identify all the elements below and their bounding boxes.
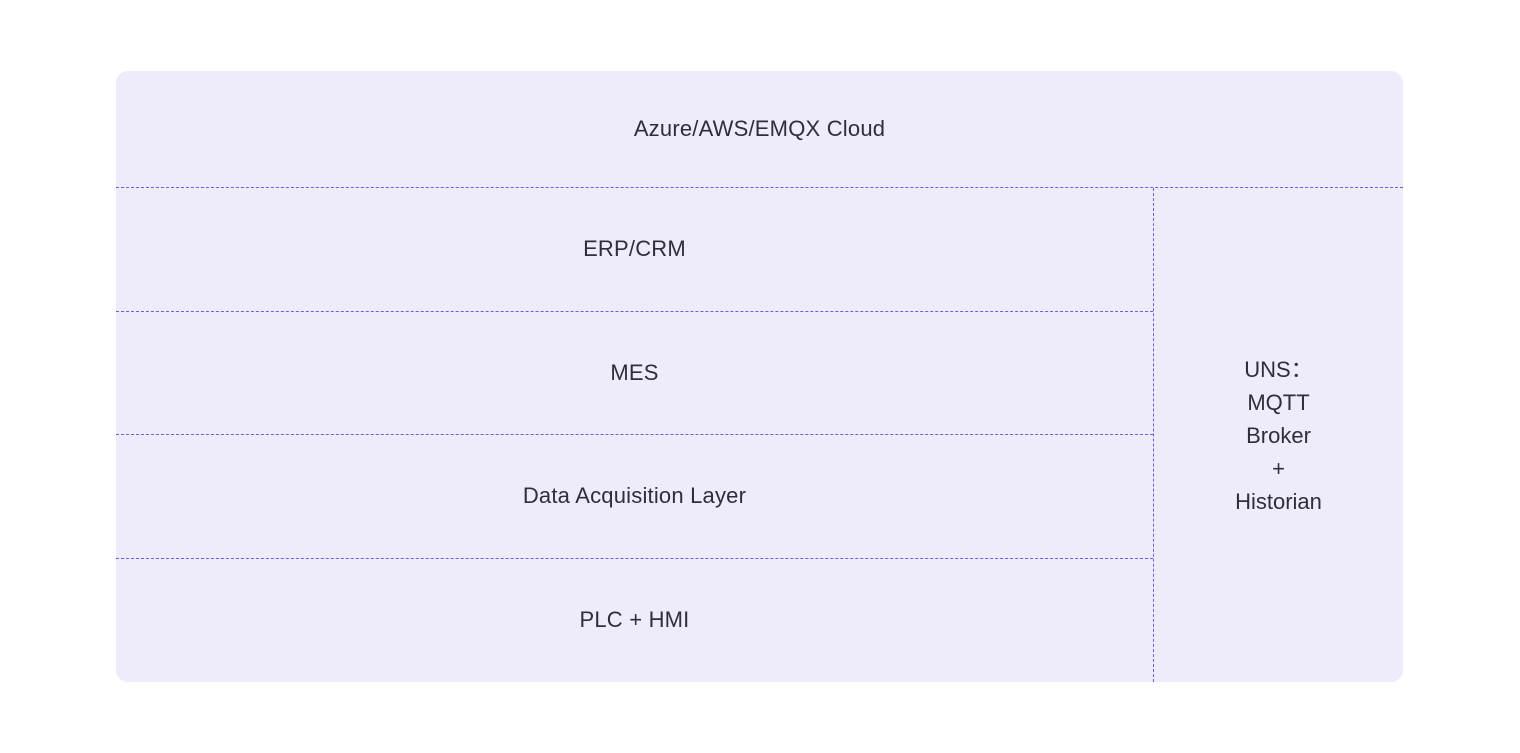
uns-historian: Historian	[1235, 488, 1322, 514]
uns-mqtt: MQTT	[1247, 389, 1310, 415]
uns-broker: Broker	[1246, 422, 1311, 448]
layer-mes: MES	[116, 312, 1153, 435]
layer-erp-crm-label: ERP/CRM	[583, 236, 686, 262]
layer-mes-label: MES	[610, 359, 659, 385]
layer-erp-crm: ERP/CRM	[116, 188, 1153, 312]
cloud-layer-label: Azure/AWS/EMQX Cloud	[633, 116, 886, 141]
uns-title: UNS：	[1244, 356, 1313, 382]
cloud-layer: Azure/AWS/EMQX Cloud	[116, 71, 1403, 188]
layer-plc-hmi: PLC + HMI	[116, 559, 1153, 683]
uns-plus: +	[1272, 455, 1285, 481]
uns-column: UNS： MQTT Broker + Historian	[1154, 188, 1403, 682]
layer-stack: ERP/CRM MES Data Acquisition Layer PLC +…	[116, 188, 1154, 682]
layer-data-acquisition-label: Data Acquisition Layer	[522, 483, 747, 509]
layer-data-acquisition: Data Acquisition Layer	[116, 435, 1153, 559]
layer-plc-hmi-label: PLC + HMI	[579, 607, 690, 633]
architecture-diagram: Azure/AWS/EMQX Cloud ERP/CRM MES Data Ac…	[116, 71, 1403, 682]
